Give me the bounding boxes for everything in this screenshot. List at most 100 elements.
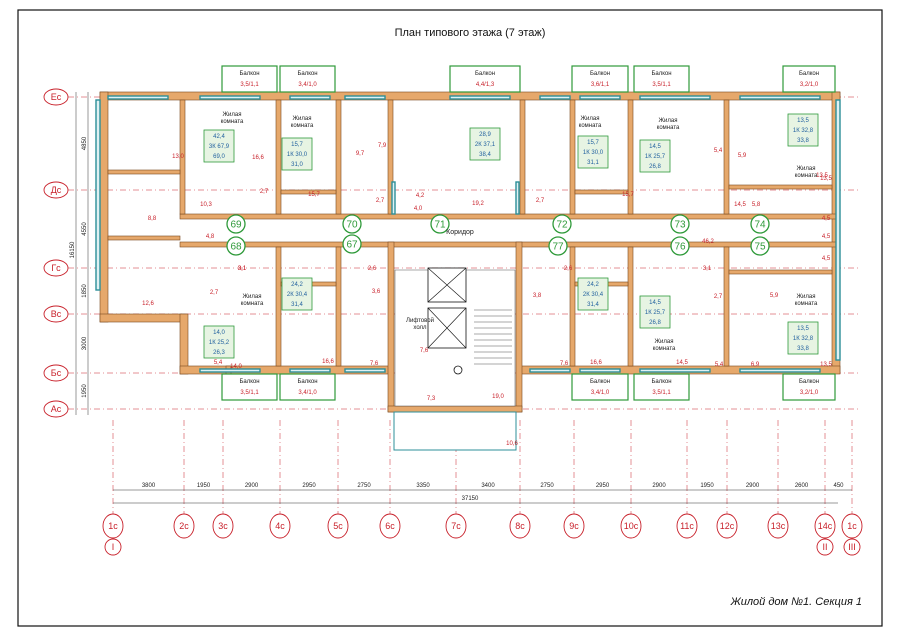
- room-name-line: Жилая: [797, 166, 816, 172]
- total-area: 31,4: [587, 302, 599, 308]
- balcony: [571, 373, 629, 401]
- balcony-label: Балкон: [297, 71, 317, 77]
- room-area: 5,9: [738, 153, 747, 159]
- apartment-area-box: [577, 135, 609, 169]
- row-axis-bubble: [43, 259, 69, 277]
- apartment-area-box: [469, 127, 501, 161]
- column-axis-label: 5с: [333, 521, 343, 531]
- balcony: [571, 65, 629, 93]
- column-sub-axis-bubble: [843, 538, 861, 556]
- balcony-label: Балкон: [297, 379, 317, 385]
- apartment-type-area: 1К 32,8: [793, 336, 814, 342]
- column-axis-bubble: [102, 513, 124, 539]
- column-axis-label: 2с: [179, 521, 189, 531]
- room-area: 7,6: [420, 348, 429, 354]
- balcony-label: Балкон: [590, 71, 610, 77]
- total-area: 31,0: [291, 162, 303, 168]
- room-area: 12,6: [142, 301, 154, 307]
- apartment-area-box: [639, 295, 671, 329]
- room-area: 46,2: [702, 239, 714, 245]
- column-axis-label: 7с: [451, 521, 461, 531]
- column-axis-bubble: [841, 513, 863, 539]
- column-dimension: 2600: [795, 483, 809, 489]
- room-area: 7,3: [427, 396, 436, 402]
- room-area: 13,0: [172, 154, 184, 160]
- living-area: 15,7: [587, 140, 599, 146]
- column-axis-bubble: [173, 513, 195, 539]
- total-width-dimension: 37150: [462, 496, 479, 502]
- room-name-line: Лифтовой: [406, 317, 434, 324]
- apartment-area-box: [203, 129, 235, 163]
- apartment-number: 69: [230, 220, 242, 231]
- living-area: 14,5: [649, 144, 661, 150]
- apartment-area-box: [281, 277, 313, 311]
- room-name-line: комната: [795, 301, 818, 307]
- room-area: 16,6: [252, 155, 264, 161]
- room-name-line: комната: [653, 346, 676, 352]
- corridor-label: Коридор: [446, 229, 474, 236]
- column-dimension: 2950: [302, 483, 316, 489]
- row-axis-bubble: [43, 400, 69, 418]
- room-area: 7,6: [560, 361, 569, 367]
- row-axis-bubble: [43, 181, 69, 199]
- area-label: 10,6: [506, 441, 518, 447]
- balcony: [633, 373, 690, 401]
- balcony-label: Балкон: [651, 71, 671, 77]
- room-name-line: холл: [413, 325, 427, 331]
- area-label: 9,7: [356, 151, 365, 157]
- apartment-number: 77: [552, 242, 564, 253]
- column-axis-bubble: [269, 513, 291, 539]
- room-name-line: Жилая: [293, 116, 312, 122]
- balcony-area: 3,2/1,0: [800, 82, 819, 88]
- area-label: 13,5: [820, 176, 832, 182]
- total-area: 33,8: [797, 346, 809, 352]
- column-axis-bubble: [676, 513, 698, 539]
- apartment-type-area: 2К 30,4: [287, 292, 308, 298]
- apartment-type-area: 1К 30,0: [583, 150, 604, 156]
- area-label: 3,6: [372, 289, 381, 295]
- column-axis-label: 11с: [680, 521, 694, 531]
- apartment-number-circle: [226, 236, 246, 256]
- living-area: 28,9: [479, 132, 491, 138]
- column-axis-label: 6с: [385, 521, 395, 531]
- room-area: 5,4: [214, 360, 223, 366]
- balcony-label: Балкон: [799, 379, 819, 385]
- balcony-area: 3,2/1,0: [800, 390, 819, 396]
- row-axis-label: Бс: [51, 368, 62, 378]
- room-name-line: комната: [657, 125, 680, 131]
- apartment-number: 74: [754, 220, 766, 231]
- room-area: 15,7: [622, 192, 634, 198]
- column-dimension: 1950: [197, 483, 211, 489]
- room-area: 13,5: [816, 173, 828, 179]
- room-name-line: комната: [241, 301, 264, 307]
- column-axis-bubble: [379, 513, 401, 539]
- apartment-number-circle: [342, 234, 362, 254]
- apartment-type-area: 2К 30,4: [583, 292, 604, 298]
- plan-title: План типового этажа (7 этаж): [395, 27, 546, 39]
- apartment-number: 75: [754, 242, 766, 253]
- room-name-line: комната: [221, 119, 244, 125]
- living-area: 13,5: [797, 326, 809, 332]
- column-axis-bubble: [814, 513, 836, 539]
- balcony: [449, 65, 521, 93]
- area-label: 4,0: [414, 206, 423, 212]
- apartment-number: 73: [674, 220, 686, 231]
- column-axis-bubble: [445, 513, 467, 539]
- area-label: 2,7: [714, 294, 723, 300]
- room-area: 16,6: [322, 359, 334, 365]
- room-name-line: комната: [291, 123, 314, 129]
- column-sub-axis-label: I: [112, 542, 115, 552]
- area-label: 4,5: [822, 256, 831, 262]
- balcony: [633, 65, 690, 93]
- balcony: [279, 65, 336, 93]
- column-dimension: 2900: [245, 483, 259, 489]
- area-label: 2,7: [536, 198, 545, 204]
- total-area: 38,4: [479, 152, 491, 158]
